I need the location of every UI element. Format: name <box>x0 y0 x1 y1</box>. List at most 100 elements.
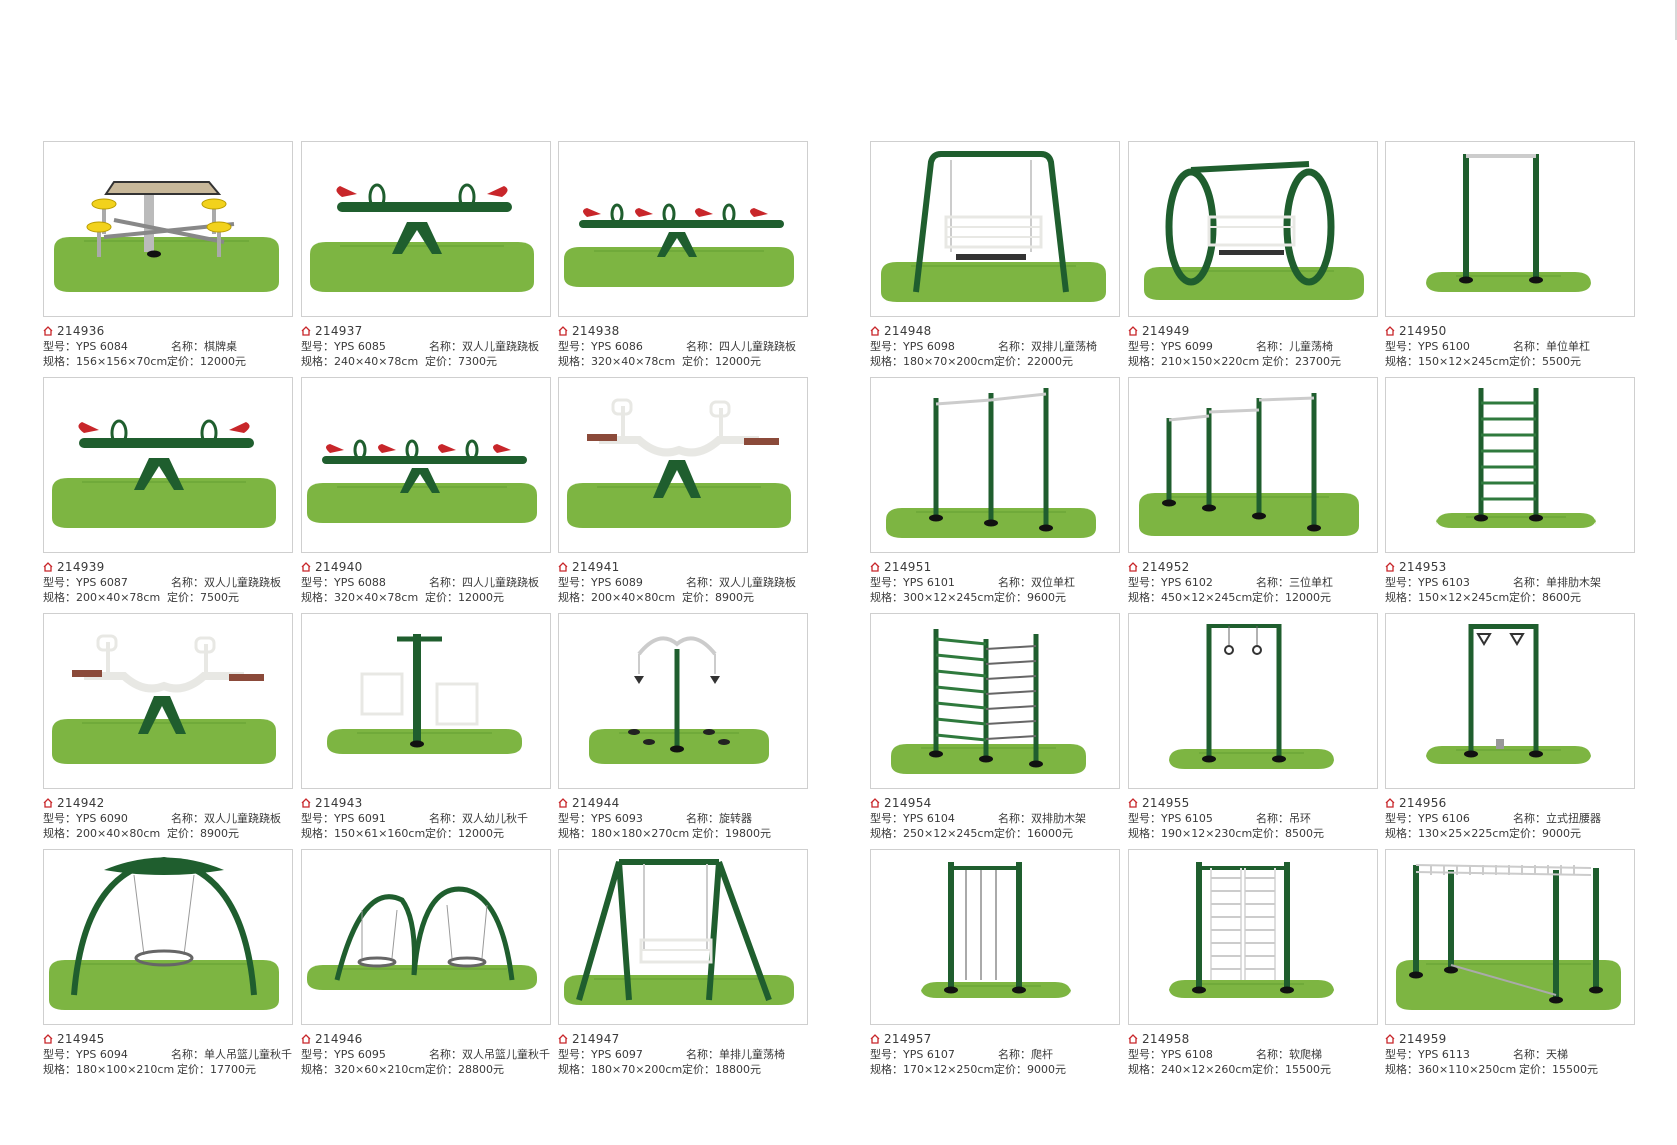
model-label: 型号： <box>1385 1048 1418 1061</box>
chess-table-icon <box>44 142 292 316</box>
spec-price-line: 规格：210×150×220cm 定价：23700元 <box>1128 354 1378 369</box>
model-label: 型号： <box>558 812 591 825</box>
product-card: 214946 型号：YPS 6095 名称：双人吊篮儿童秋千 规格：320×60… <box>301 849 551 1083</box>
model-value: YPS 6084 <box>76 340 128 353</box>
home-icon <box>558 798 568 808</box>
spec-value: 150×61×160cm <box>334 827 426 840</box>
price-value: 12000元 <box>200 355 246 368</box>
product-code-line: 214953 <box>1385 560 1635 575</box>
model-label: 型号： <box>301 1048 334 1061</box>
model-label: 型号： <box>870 576 903 589</box>
product-image-frame <box>1385 141 1635 317</box>
home-icon <box>1385 798 1395 808</box>
model-name-line: 型号：YPS 6106 名称：立式扭腰器 <box>1385 811 1635 826</box>
product-code-line: 214954 <box>870 796 1120 811</box>
model-name-line: 型号：YPS 6105 名称：吊环 <box>1128 811 1378 826</box>
product-code: 214944 <box>572 796 620 810</box>
seesaw-handle-icon <box>44 614 292 788</box>
product-caption: 214949 型号：YPS 6099 名称：儿童荡椅 规格：210×150×22… <box>1128 324 1378 369</box>
spec-price-line: 规格：360×110×250cm 定价：15500元 <box>1385 1062 1635 1077</box>
spec-price-line: 规格：320×40×78cm 定价：12000元 <box>558 354 808 369</box>
name-value: 儿童荡椅 <box>1289 340 1333 353</box>
model-value: YPS 6103 <box>1418 576 1470 589</box>
name-label: 名称： <box>686 1048 719 1061</box>
model-value: YPS 6106 <box>1418 812 1470 825</box>
name-value: 棋牌桌 <box>204 340 237 353</box>
name-label: 名称： <box>686 812 719 825</box>
spec-label: 规格： <box>870 591 903 604</box>
home-icon <box>1385 562 1395 572</box>
home-icon <box>870 562 880 572</box>
price-label: 定价： <box>425 355 458 368</box>
price-label: 定价： <box>1252 591 1285 604</box>
model-label: 型号： <box>870 812 903 825</box>
home-icon <box>43 798 53 808</box>
model-label: 型号： <box>1128 812 1161 825</box>
spec-price-line: 规格：180×70×200cm 定价：18800元 <box>558 1062 808 1077</box>
model-name-line: 型号：YPS 6101 名称：双位单杠 <box>870 575 1120 590</box>
spec-value: 320×60×210cm <box>334 1063 426 1076</box>
model-name-line: 型号：YPS 6108 名称：软爬梯 <box>1128 1047 1378 1062</box>
price-label: 定价： <box>1252 1063 1285 1076</box>
model-label: 型号： <box>43 340 76 353</box>
product-code-line: 214947 <box>558 1032 808 1047</box>
product-card: 214952 型号：YPS 6102 名称：三位单杠 规格：450×12×245… <box>1128 377 1378 611</box>
product-image-frame <box>1385 613 1635 789</box>
product-card: 214956 型号：YPS 6106 名称：立式扭腰器 规格：130×25×22… <box>1385 613 1635 847</box>
product-caption: 214948 型号：YPS 6098 名称：双排儿童荡椅 规格：180×70×2… <box>870 324 1120 369</box>
spec-label: 规格： <box>558 591 591 604</box>
product-code-line: 214939 <box>43 560 293 575</box>
model-label: 型号： <box>301 576 334 589</box>
spec-price-line: 规格：200×40×78cm 定价：7500元 <box>43 590 293 605</box>
price-label: 定价： <box>692 827 725 840</box>
model-label: 型号： <box>43 576 76 589</box>
spec-price-line: 规格：180×180×270cm 定价：19800元 <box>558 826 808 841</box>
product-image-frame <box>301 377 551 553</box>
home-icon <box>43 326 53 336</box>
name-label: 名称： <box>1256 1048 1289 1061</box>
name-label: 名称： <box>998 340 1031 353</box>
product-card: 214942 型号：YPS 6090 名称：双人儿童跷跷板 规格：200×40×… <box>43 613 293 847</box>
basket-swing-icon <box>44 850 292 1024</box>
product-image-frame <box>558 141 808 317</box>
product-image-frame <box>43 613 293 789</box>
spec-label: 规格： <box>43 355 76 368</box>
product-image-frame <box>1385 377 1635 553</box>
product-card: 214940 型号：YPS 6088 名称：四人儿童跷跷板 规格：320×40×… <box>301 377 551 611</box>
price-label: 定价： <box>425 591 458 604</box>
spec-value: 240×40×78cm <box>334 355 419 368</box>
price-label: 定价： <box>682 1063 715 1076</box>
product-caption: 214947 型号：YPS 6097 名称：单排儿童荡椅 规格：180×70×2… <box>558 1032 808 1077</box>
spec-value: 200×40×80cm <box>591 591 676 604</box>
price-label: 定价： <box>425 1063 458 1076</box>
product-card: 214947 型号：YPS 6097 名称：单排儿童荡椅 规格：180×70×2… <box>558 849 808 1083</box>
rings-icon <box>1129 614 1377 788</box>
spec-price-line: 规格：450×12×245cm 定价：12000元 <box>1128 590 1378 605</box>
product-card: 214958 型号：YPS 6108 名称：软爬梯 规格：240×12×260c… <box>1128 849 1378 1083</box>
model-value: YPS 6098 <box>903 340 955 353</box>
toddler-swing-icon <box>302 614 550 788</box>
model-label: 型号： <box>43 1048 76 1061</box>
product-caption: 214938 型号：YPS 6086 名称：四人儿童跷跷板 规格：320×40×… <box>558 324 808 369</box>
home-icon <box>301 798 311 808</box>
spec-value: 190×12×230cm <box>1161 827 1253 840</box>
spec-value: 180×70×200cm <box>903 355 995 368</box>
price-label: 定价： <box>1509 827 1542 840</box>
model-label: 型号： <box>1128 1048 1161 1061</box>
product-code: 214950 <box>1399 324 1447 338</box>
product-caption: 214936 型号：YPS 6084 名称：棋牌桌 规格：156×156×70c… <box>43 324 293 369</box>
product-card: 214951 型号：YPS 6101 名称：双位单杠 规格：300×12×245… <box>870 377 1120 611</box>
seesaw-4-icon <box>559 142 807 316</box>
model-label: 型号： <box>301 812 334 825</box>
product-card: 214948 型号：YPS 6098 名称：双排儿童荡椅 规格：180×70×2… <box>870 141 1120 375</box>
price-value: 15500元 <box>1552 1063 1598 1076</box>
name-value: 双人儿童跷跷板 <box>204 812 281 825</box>
spec-value: 130×25×225cm <box>1418 827 1510 840</box>
model-value: YPS 6089 <box>591 576 643 589</box>
home-icon <box>1385 1034 1395 1044</box>
product-card: 214959 型号：YPS 6113 名称：天梯 规格：360×110×250c… <box>1385 849 1635 1083</box>
name-value: 四人儿童跷跷板 <box>719 340 796 353</box>
price-value: 8500元 <box>1285 827 1324 840</box>
product-image-frame <box>870 849 1120 1025</box>
price-value: 19800元 <box>725 827 771 840</box>
